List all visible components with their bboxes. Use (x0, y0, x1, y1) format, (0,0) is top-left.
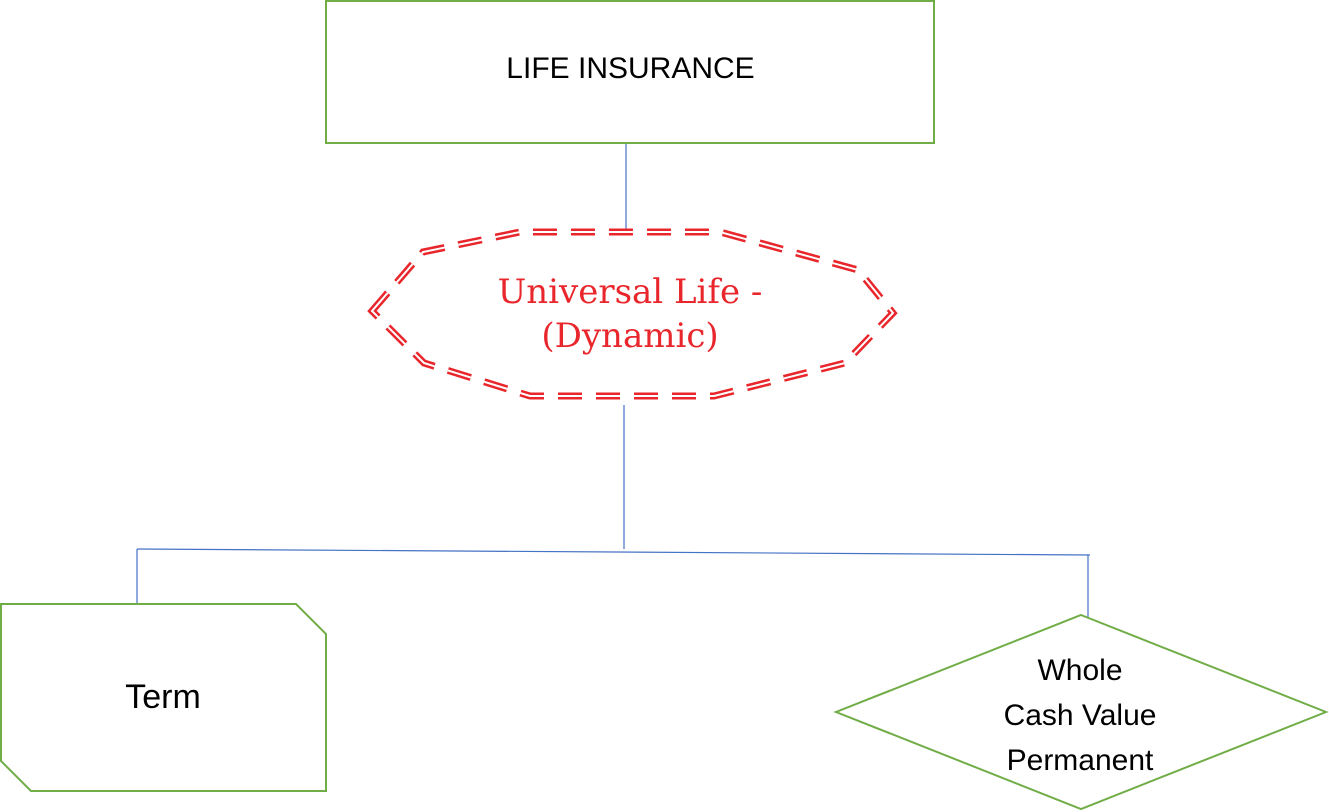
cash-value-line: Cash Value (1003, 699, 1157, 732)
whole-line: Whole (1037, 654, 1123, 687)
term-label: Term (125, 678, 201, 716)
root-box (325, 0, 935, 144)
universal-life-line2: (Dynamic) (541, 316, 719, 356)
universal-life-label: Universal Life - (Dynamic) (420, 270, 840, 358)
term-box (0, 603, 327, 792)
permanent-line: Permanent (1006, 744, 1154, 777)
whole-diamond (833, 613, 1329, 811)
connector-branch-horizontal (136, 548, 1091, 556)
root-label: LIFE INSURANCE (506, 52, 755, 85)
whole-label: Whole Cash Value Permanent (890, 648, 1270, 783)
universal-life-outline (367, 228, 898, 400)
universal-life-line1: Universal Life - (497, 272, 763, 312)
